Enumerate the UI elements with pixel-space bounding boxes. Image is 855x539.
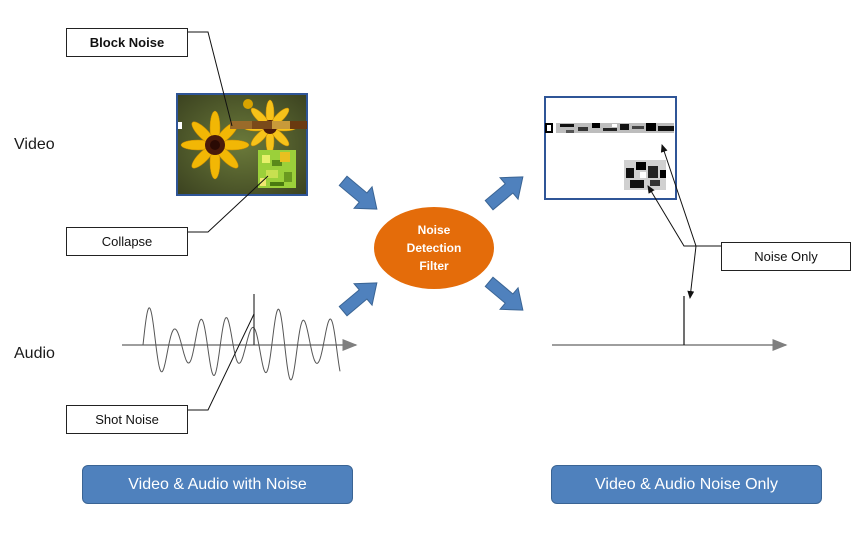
noise-only-callout: Noise Only [721, 242, 851, 271]
noisy-audio-waveform [122, 294, 358, 381]
audio-row-label: Audio [14, 345, 55, 362]
arrow-video-to-filter [338, 175, 378, 210]
collapse-region [258, 150, 296, 188]
block-noise-callout: Block Noise [66, 28, 188, 57]
detected-block-noise [545, 123, 674, 133]
video-row-label: Video [14, 136, 55, 153]
arrow-filter-to-video [484, 176, 524, 211]
filter-line-3: Filter [419, 259, 449, 273]
video-audio-with-noise-button[interactable]: Video & Audio with Noise [82, 465, 353, 504]
arrow-audio-to-filter [338, 282, 378, 317]
noise-only-audio-axis [552, 296, 788, 351]
video-audio-noise-only-button[interactable]: Video & Audio Noise Only [551, 465, 822, 504]
arrow-filter-to-audio [484, 276, 524, 311]
filter-line-2: Detection [406, 241, 462, 255]
filter-line-1: Noise [417, 223, 451, 237]
block-noise-band [178, 121, 307, 129]
detected-collapse [624, 160, 666, 190]
noise-detection-filter: Noise Detection Filter [374, 207, 494, 289]
callout-leaders [188, 31, 721, 411]
collapse-callout: Collapse [66, 227, 188, 256]
noise-only-video-frame [544, 96, 677, 200]
flow-arrows [338, 175, 524, 317]
shot-noise-callout: Shot Noise [66, 405, 188, 434]
noisy-video-frame [176, 93, 308, 196]
flower-image [180, 99, 298, 180]
